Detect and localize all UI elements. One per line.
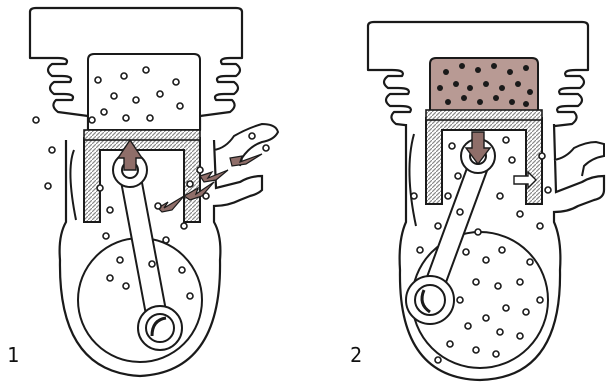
cylinder-bore — [88, 54, 200, 130]
panel-number-2: 2 — [350, 343, 362, 367]
panel-number-1: 1 — [7, 343, 19, 367]
intake-pipe — [554, 142, 604, 176]
engine-stage-1: 1 — [7, 8, 278, 376]
engine-stage-2: 2 — [350, 22, 604, 380]
